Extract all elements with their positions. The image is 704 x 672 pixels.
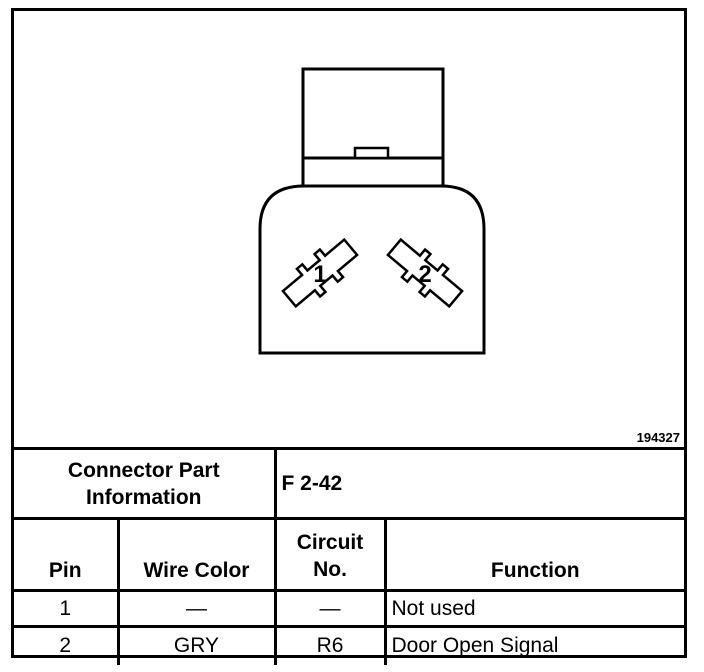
connector-info-table: Connector Part Information F 2-42 Pin Wi…: [14, 447, 685, 665]
table-row: 2 GRY R6 Door Open Signal: [14, 625, 685, 665]
row-1-function: Not used: [383, 589, 685, 628]
row-2-function: Door Open Signal: [383, 625, 685, 665]
connector-latch-housing: [301, 67, 445, 188]
table-row: 1 — — Not used: [14, 589, 685, 628]
header-function: Function: [383, 517, 685, 592]
pin-1-terminal: [281, 237, 359, 309]
header-wire-color: Wire Color: [116, 517, 277, 592]
row-2-pin: 2: [14, 625, 120, 665]
pin-2-terminal: [386, 237, 464, 309]
pin-1-label: 1: [313, 261, 326, 288]
figure-reference-number: 194327: [636, 430, 680, 445]
row-1-pin: 1: [14, 589, 120, 628]
connector-part-label-line1: Connector Part: [67, 458, 220, 482]
latch-tab: [353, 146, 390, 160]
connector-body: [258, 184, 486, 355]
header-pin: Pin: [14, 517, 120, 592]
connector-part-row: Connector Part Information F 2-42: [14, 447, 685, 520]
connector-diagram: 1 2 194327: [14, 11, 684, 447]
row-2-wire-color: GRY: [116, 625, 277, 665]
connector-part-value: F 2-42: [273, 447, 685, 520]
connector-part-label: Connector Part Information: [14, 447, 277, 520]
connector-drawing: 1 2: [258, 67, 486, 355]
row-1-circuit: —: [273, 589, 387, 628]
row-2-circuit: R6: [273, 625, 387, 665]
header-circuit-no: Circuit No.: [273, 517, 387, 592]
row-1-wire-color: —: [116, 589, 277, 628]
pin-2-label: 2: [418, 261, 431, 288]
header-circuit-line1: Circuit: [296, 531, 364, 554]
connector-frame: 1 2 194327 Connector Part Information F …: [11, 8, 687, 665]
header-circuit-line2: No.: [313, 558, 347, 581]
connector-part-label-line2: Information: [86, 485, 202, 509]
table-header-row: Pin Wire Color Circuit No. Function: [14, 517, 685, 592]
